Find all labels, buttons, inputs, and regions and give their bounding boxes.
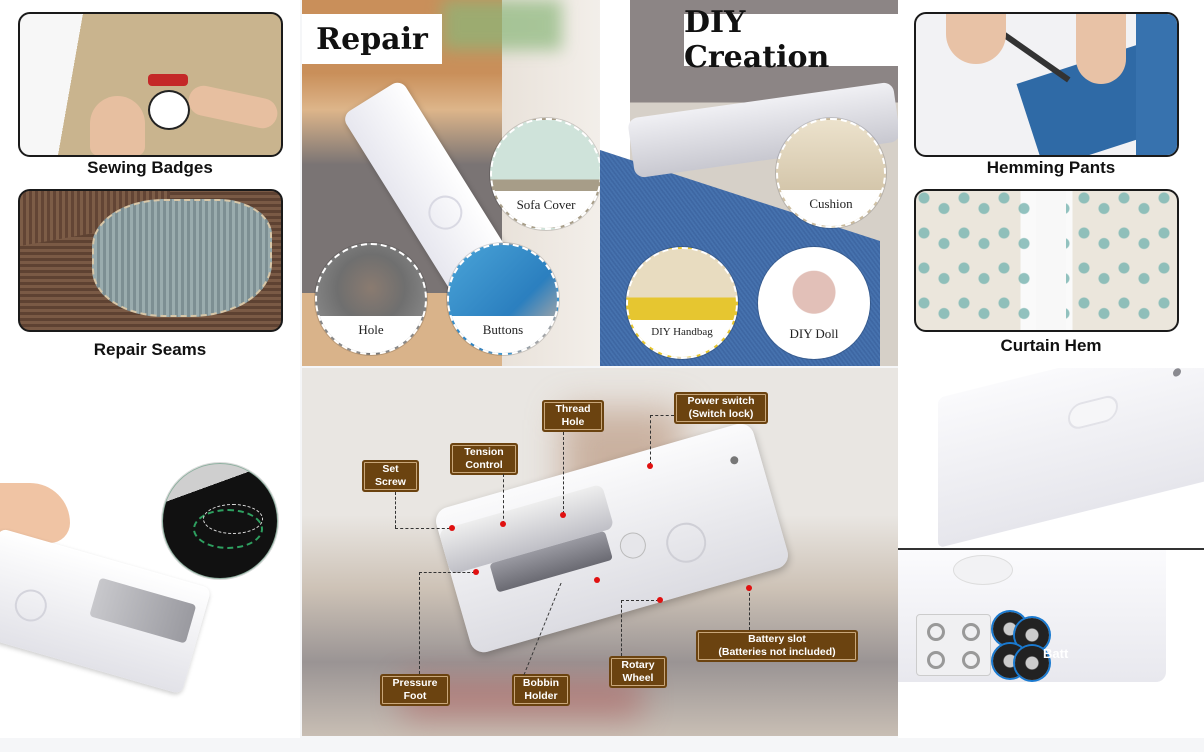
repair-seams-photo [18,189,283,332]
handheld-demo-panel [0,368,300,738]
caption-curtain-hem: Curtain Hem [1000,336,1102,355]
parts-diagram-panel: Set Screw Tension Control Thread Hole Po… [302,368,898,736]
machine-top-view [938,368,1204,548]
label-rotary-wheel: Rotary Wheel [609,656,667,688]
denim-patch [92,199,272,317]
label-pressure-foot: Pressure Foot [380,674,450,706]
circle-cushion: Cushion [776,118,886,228]
label-battery-slot: Battery slot (Batteries not included) [696,630,858,662]
label-power-switch: Power switch (Switch lock) [674,392,768,424]
diy-creation-panel: DIY Creation Cushion DIY Handbag DIY Dol… [600,0,898,366]
caption-hemming-pants: Hemming Pants [986,158,1116,177]
label-bobbin-holder: Bobbin Holder [512,674,570,706]
caption-sewing-badges: Sewing Badges [87,158,213,177]
stitch-closeup-circle [162,463,278,579]
circle-sofa-cover: Sofa Cover [490,118,602,230]
badge-patch [148,90,190,130]
circle-diy-doll: DIY Doll [758,247,870,359]
battery-contacts [916,614,991,676]
power-switch [1068,393,1118,432]
circle-diy-handbag: DIY Handbag [626,247,738,359]
circle-buttons: Buttons [447,243,559,355]
sewing-badges-photo [18,12,283,157]
label-thread-hole: Thread Hole [542,400,604,432]
circle-hole: Hole [315,243,427,355]
battery-brand-text: Batt [1043,646,1069,661]
diy-title: DIY Creation [684,5,898,75]
scissors [1001,31,1071,83]
batteries: Batt [993,612,1069,680]
caption-repair-seams: Repair Seams [93,340,207,359]
label-tension-control: Tension Control [450,443,518,475]
top-right-panel: Hemming Pants Curtain Hem [898,0,1204,368]
curtain-hem-photo [914,189,1179,332]
label-set-screw: Set Screw [362,460,419,492]
battery-compartment: Batt [898,550,1166,682]
repair-panel: Repair Sofa Cover Hole Buttons [302,0,602,366]
hemming-pants-photo [914,12,1179,157]
repair-title: Repair [302,14,442,64]
battery-detail-panel: Batt [898,368,1204,738]
top-left-panel: Sewing Badges Repair Seams [0,0,300,368]
